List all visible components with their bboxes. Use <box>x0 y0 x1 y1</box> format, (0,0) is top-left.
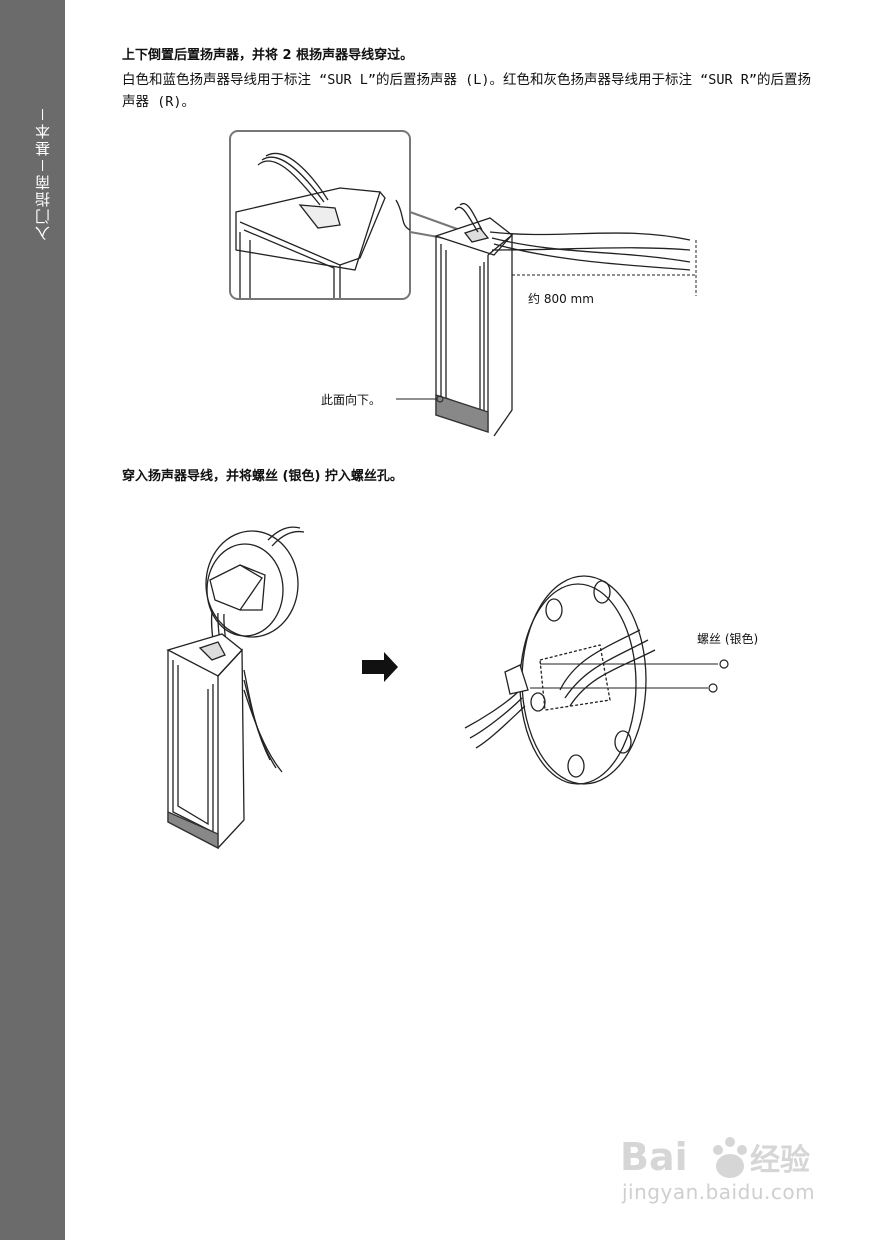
stand-base-detail <box>464 575 656 785</box>
step1-paragraph: 白色和蓝色扬声器导线用于标注 “SUR L”的后置扬声器 (L)。红色和灰色扬声… <box>122 72 812 110</box>
sidebar: 入门指南－基本－ <box>0 0 65 1240</box>
step2-heading: 穿入扬声器导线，并将螺丝 (银色) 拧入螺丝孔。 <box>122 469 403 484</box>
inset-speaker-top <box>235 153 411 298</box>
face-down-marker <box>436 395 444 403</box>
svg-text:经验: 经验 <box>750 1143 810 1178</box>
step1-heading: 上下倒置后置扬声器，并将 2 根扬声器导线穿过。 <box>122 48 414 63</box>
baidu-watermark-logo: Bai 经验 jingyan.baidu.com <box>620 1128 830 1208</box>
inset-connector <box>409 211 461 231</box>
length-label: 约 800 mm <box>528 291 594 306</box>
arrow-right-icon <box>362 652 398 682</box>
screw-label: 螺丝 (银色) <box>697 632 758 646</box>
detail-inset-frame <box>229 130 411 300</box>
screw-icon <box>708 659 729 693</box>
face-down-label: 此面向下。 <box>321 392 381 407</box>
watermark-url: jingyan.baidu.com <box>622 1180 816 1204</box>
rear-speaker-upside-down <box>433 202 691 437</box>
svg-text:Bai: Bai <box>620 1135 688 1179</box>
speaker-with-stand <box>166 526 305 850</box>
